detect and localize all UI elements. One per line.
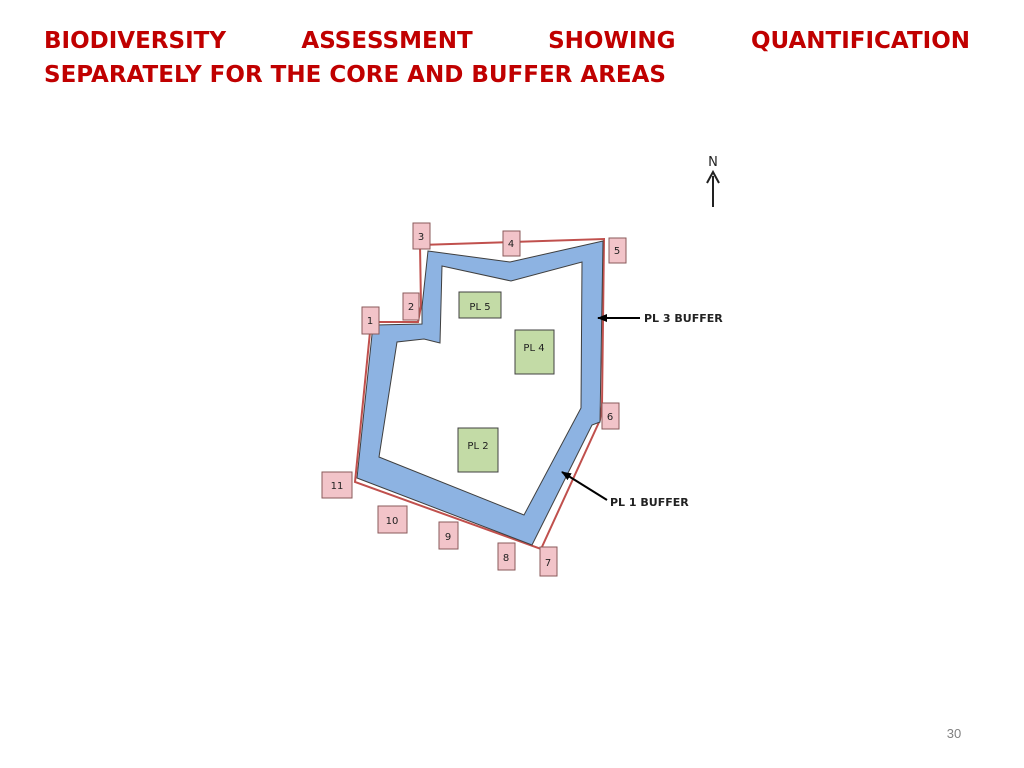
callout-pl1-buffer-label: PL 1 BUFFER	[610, 496, 689, 509]
boundary-marker-10: 10	[377, 505, 408, 534]
north-arrow-icon: N	[706, 155, 720, 207]
title-word-2: ASSESSMENT	[301, 28, 473, 54]
title-word-3: SHOWING	[548, 28, 676, 54]
svg-text:11: 11	[331, 481, 344, 492]
svg-text:6: 6	[607, 412, 613, 423]
boundary-marker-1: 1	[361, 306, 380, 335]
callout-pl3-buffer: PL 3 BUFFER	[597, 312, 723, 325]
svg-text:10: 10	[386, 516, 399, 527]
plot-pl2: PL 2	[457, 427, 499, 473]
plot-pl4: PL 4	[514, 329, 555, 375]
north-label: N	[708, 155, 718, 170]
slide-title-line-1: BIODIVERSITY ASSESSMENT SHOWING QUANTIFI…	[44, 24, 970, 58]
title-word-4: QUANTIFICATION	[750, 28, 970, 54]
svg-text:9: 9	[445, 532, 451, 543]
svg-text:8: 8	[503, 553, 509, 564]
boundary-marker-6: 6	[601, 402, 620, 430]
page-number: 30	[946, 726, 962, 741]
svg-text:1: 1	[367, 316, 373, 327]
slide-title: BIODIVERSITY ASSESSMENT SHOWING QUANTIFI…	[44, 24, 970, 92]
boundary-marker-11: 11	[321, 471, 353, 499]
boundary-marker-8: 8	[497, 542, 516, 571]
svg-text:4: 4	[508, 239, 514, 250]
callout-pl1-buffer: PL 1 BUFFER	[561, 471, 689, 509]
boundary-marker-3: 3	[412, 222, 431, 250]
svg-text:7: 7	[545, 558, 551, 569]
svg-text:3: 3	[418, 232, 424, 243]
svg-text:5: 5	[614, 246, 620, 257]
buffer-zone	[356, 240, 604, 546]
title-word-1: BIODIVERSITY	[44, 28, 226, 54]
boundary-marker-7: 7	[539, 546, 558, 577]
boundary-marker-9: 9	[438, 521, 459, 550]
plot-pl4-label: PL 4	[523, 343, 544, 354]
plot-pl5: PL 5	[458, 291, 502, 319]
plot-pl5-label: PL 5	[469, 302, 490, 313]
svg-text:2: 2	[408, 302, 414, 313]
callout-pl3-buffer-label: PL 3 BUFFER	[644, 312, 723, 325]
boundary-marker-2: 2	[402, 292, 420, 321]
boundary-marker-4: 4	[502, 230, 521, 257]
boundary-marker-5: 5	[608, 237, 627, 264]
slide-title-line-2: SEPARATELY FOR THE CORE AND BUFFER AREAS	[44, 62, 666, 88]
plot-pl2-label: PL 2	[467, 441, 488, 452]
